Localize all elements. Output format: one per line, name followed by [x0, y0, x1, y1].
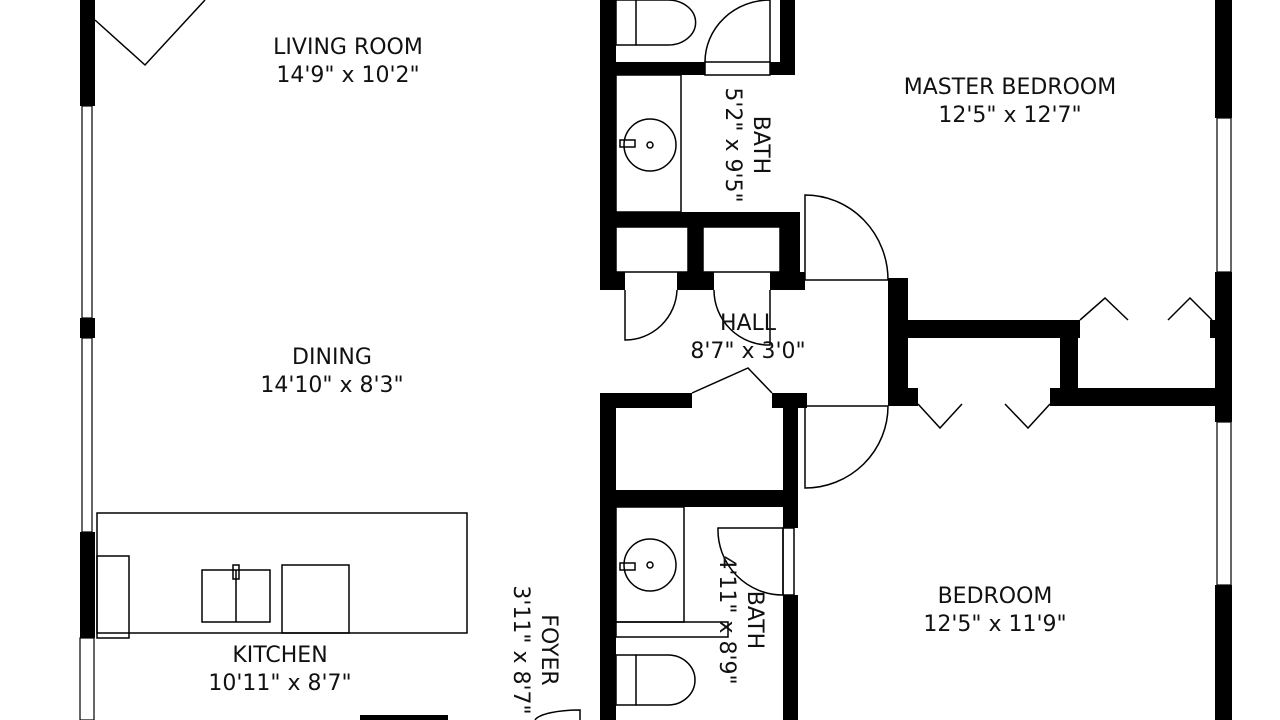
room-size: 5'2" x 9'5" [720, 87, 745, 203]
room-name: FOYER [536, 614, 561, 686]
room-name: HALL [719, 311, 777, 336]
room-size: 3'11" x 8'7" [508, 585, 533, 715]
room-label-bedroom: BEDROOM 12'5" x 11'9" [923, 583, 1066, 639]
room-label-kitchen: KITCHEN 10'11" x 8'7" [208, 642, 351, 698]
room-label-master-bedroom: MASTER BEDROOM 12'5" x 12'7" [904, 74, 1116, 130]
room-name: KITCHEN [232, 643, 328, 668]
walls [79, 0, 1232, 720]
room-name: BEDROOM [937, 584, 1053, 609]
room-name: LIVING ROOM [273, 35, 423, 60]
room-name: MASTER BEDROOM [903, 75, 1117, 100]
room-label-living-room: LIVING ROOM 14'9" x 10'2" [273, 34, 423, 90]
room-size: 14'10" x 8'3" [260, 373, 404, 398]
room-size: 12'5" x 12'7" [938, 103, 1082, 128]
room-size: 14'9" x 10'2" [276, 63, 420, 88]
room-label-dining: DINING 14'10" x 8'3" [260, 344, 403, 400]
room-label-hall: HALL 8'7" x 3'0" [690, 310, 805, 366]
room-name: BATH [748, 115, 773, 175]
room-size: 10'11" x 8'7" [208, 671, 352, 696]
fixtures [94, 0, 1213, 720]
room-name: BATH [742, 590, 767, 650]
room-size: 4'11" x 8'9" [714, 555, 739, 685]
room-size: 8'7" x 3'0" [690, 339, 806, 364]
room-size: 12'5" x 11'9" [923, 612, 1067, 637]
room-name: DINING [292, 345, 372, 370]
